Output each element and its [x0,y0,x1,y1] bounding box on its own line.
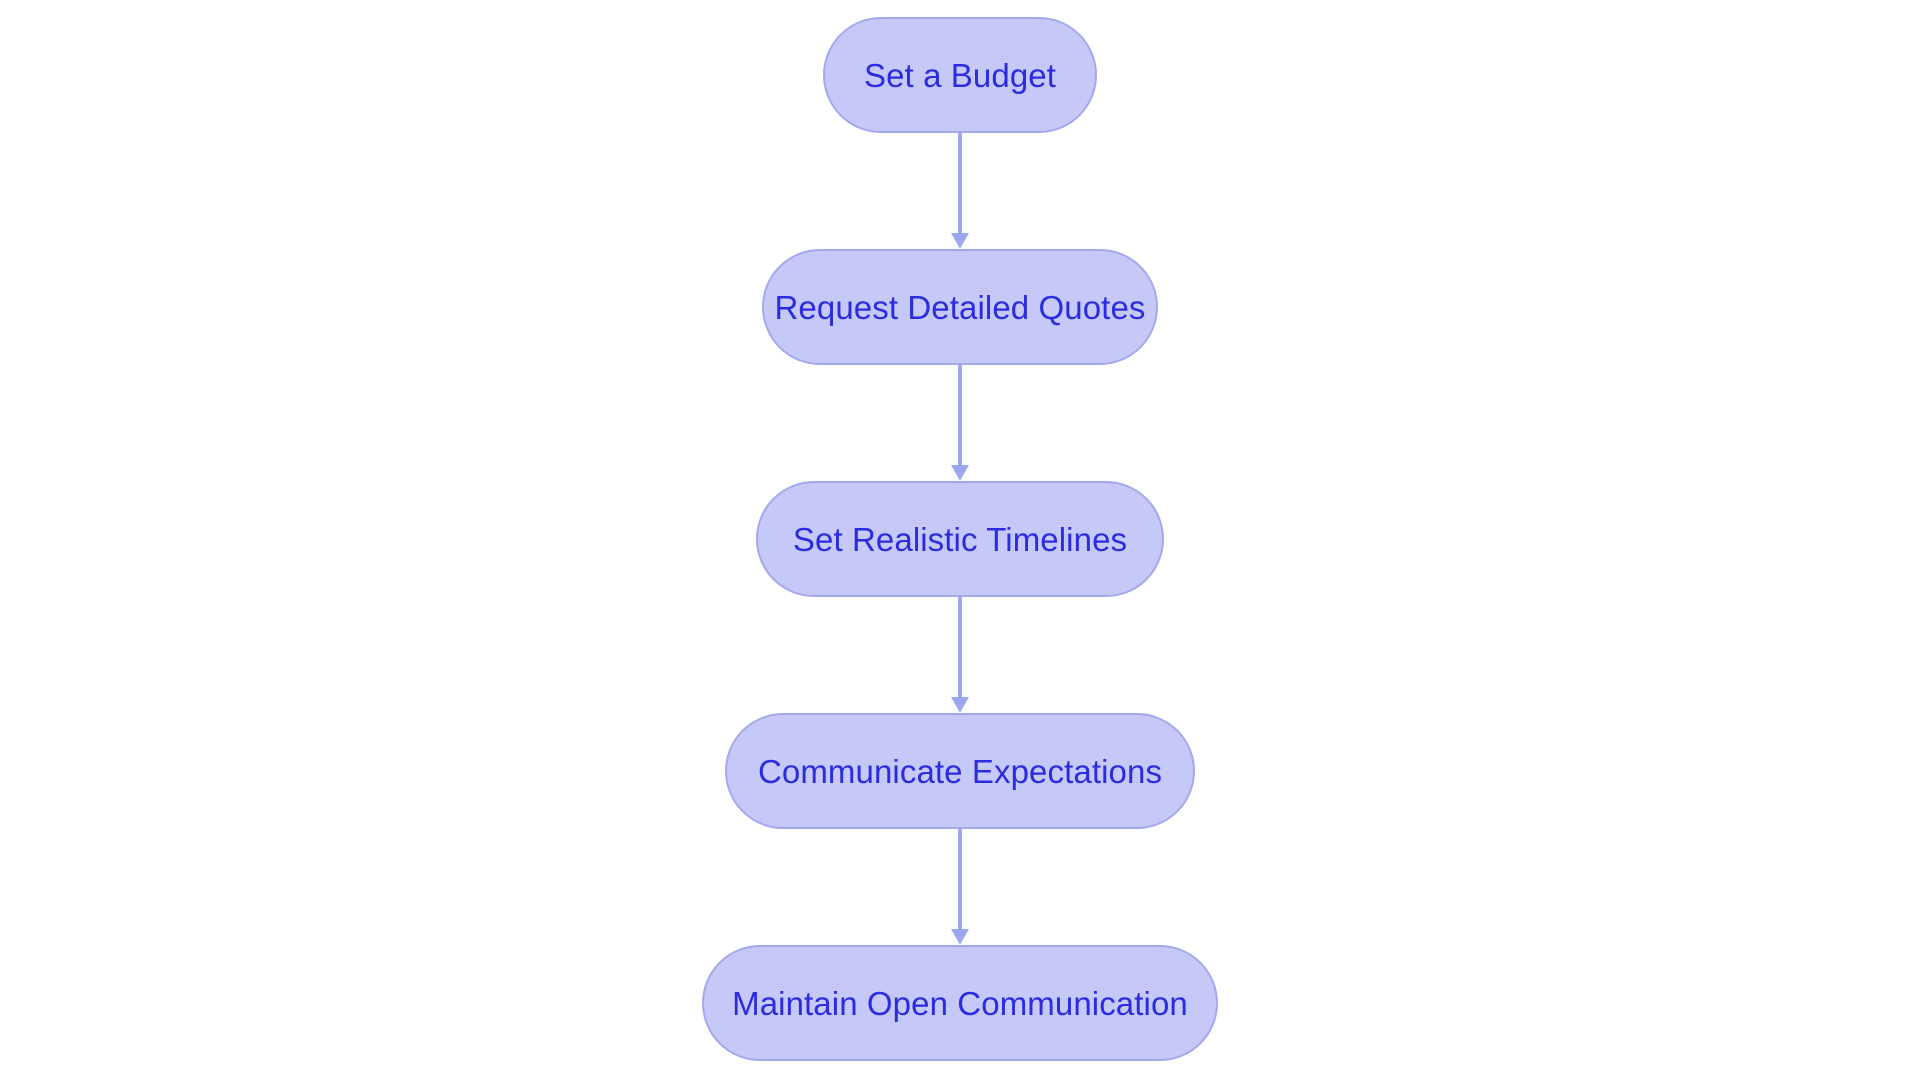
flow-node-maintain-open-communication[interactable]: Maintain Open Communication [702,945,1218,1061]
flow-node-label: Communicate Expectations [757,752,1163,790]
flow-node-label: Maintain Open Communication [732,984,1188,1022]
flow-edge-4-to-5 [948,829,972,945]
flow-edge-3-to-4 [948,597,972,713]
flow-edge-2-to-3 [948,365,972,481]
flow-node-request-detailed-quotes[interactable]: Request Detailed Quotes [762,249,1158,365]
flow-node-set-realistic-timelines[interactable]: Set Realistic Timelines [756,481,1164,597]
flow-node-label: Request Detailed Quotes [774,288,1146,326]
flow-node-label: Set a Budget [863,56,1056,94]
flow-node-label: Set Realistic Timelines [792,520,1128,558]
flow-node-communicate-expectations[interactable]: Communicate Expectations [725,713,1195,829]
flow-edge-1-to-2 [948,133,972,249]
flow-node-set-a-budget[interactable]: Set a Budget [823,17,1097,133]
